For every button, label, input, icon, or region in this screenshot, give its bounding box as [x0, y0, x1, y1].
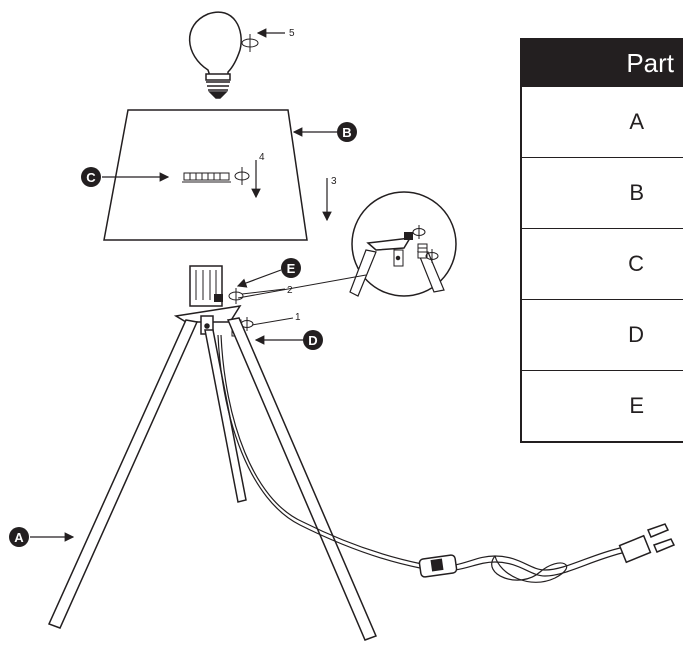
callout-d-letter: D: [308, 333, 317, 348]
step-3-label: 3: [331, 176, 337, 187]
light-bulb: [188, 11, 242, 99]
parts-table: Part A B C D E: [520, 38, 683, 443]
rotate-icon-detail: [412, 225, 439, 263]
cord-switch: [418, 554, 458, 578]
table-row: A: [521, 86, 683, 158]
part-cell: B: [521, 157, 683, 229]
shade-clip: [182, 172, 231, 183]
part-cell: E: [521, 370, 683, 442]
rotate-icon-clip: [234, 167, 250, 185]
rotate-icon-knob: [228, 288, 244, 304]
step-2-label: 2: [287, 285, 293, 296]
table-row: B: [521, 157, 683, 229]
callout-d: D: [254, 330, 323, 350]
detail-magnifier: [349, 191, 457, 297]
rotate-icon-bulb: [241, 34, 259, 52]
step-1-pointer: [251, 317, 294, 326]
parts-table-header-row: Part: [521, 39, 683, 87]
part-cell: C: [521, 228, 683, 300]
table-row: C: [521, 228, 683, 300]
callout-a: A: [9, 527, 75, 547]
part-cell: A: [521, 86, 683, 158]
detail-knob: [404, 232, 413, 240]
step-1-label: 1: [295, 312, 301, 323]
power-plug: [618, 523, 676, 564]
step-2-pointer: [241, 288, 286, 295]
tripod-legs: [47, 317, 378, 641]
socket-knob: [214, 294, 223, 302]
parts-table-header: Part: [521, 39, 683, 87]
callout-e: E: [236, 258, 301, 288]
part-cell: D: [521, 299, 683, 371]
step-5-label: 5: [289, 28, 295, 39]
table-row: D: [521, 299, 683, 371]
callout-b-letter: B: [342, 125, 351, 140]
power-cord: [217, 334, 623, 583]
callout-c: C: [81, 167, 170, 187]
table-row: E: [521, 370, 683, 442]
callout-c-letter: C: [86, 170, 96, 185]
callout-e-letter: E: [287, 261, 296, 276]
detail-leader: [237, 274, 367, 299]
step-4-label: 4: [259, 152, 265, 163]
callout-a-letter: A: [14, 530, 24, 545]
callout-b: B: [292, 122, 357, 142]
